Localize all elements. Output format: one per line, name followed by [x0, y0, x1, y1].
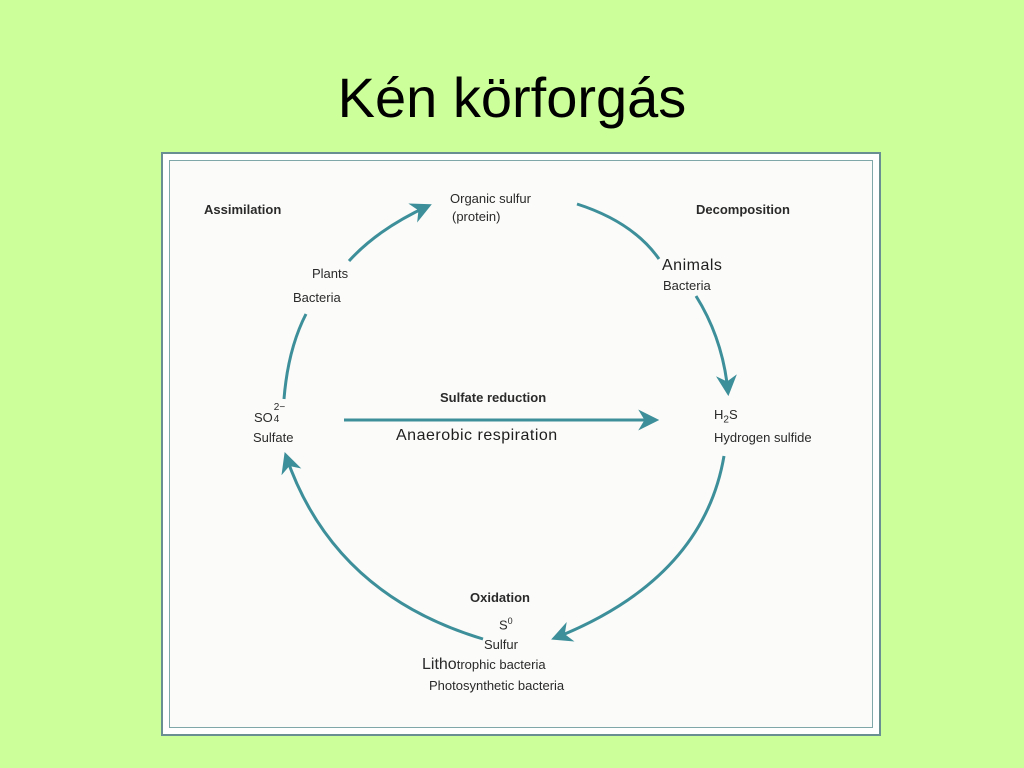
arrow-assimilation [347, 203, 432, 263]
arrow-sulfate-to-plants [282, 313, 308, 400]
label-oxidation: Oxidation [470, 590, 530, 605]
arrow-oxidation-sulfur [281, 452, 484, 641]
figure-inner-border [169, 160, 873, 728]
label-sulfur: Sulfur [484, 637, 518, 652]
label-photosynthetic-bacteria: Photosynthetic bacteria [429, 678, 565, 693]
label-plants: Plants [312, 266, 349, 281]
label-sulfate: Sulfate [253, 430, 294, 445]
label-sulfate-reduction: Sulfate reduction [440, 390, 547, 405]
label-anaerobic-respiration: Anaerobic respiration [396, 427, 558, 444]
label-s0: S0 [499, 616, 513, 633]
label-protein: (protein) [452, 209, 501, 224]
arrow-decomposition [694, 295, 737, 397]
label-decomposition: Decomposition [696, 202, 790, 217]
arrow-organic-to-animals [576, 202, 661, 260]
label-organic-sulfur: Organic sulfur [450, 191, 531, 206]
label-assimilation: Assimilation [204, 202, 282, 217]
label-h2s-formula: H2S [714, 407, 738, 426]
label-lithotrophic-bacteria: Lithotrophic bacteria [422, 656, 546, 673]
label-bacteria-left: Bacteria [293, 290, 341, 305]
cycle-arrows [281, 202, 737, 642]
label-hydrogen-sulfide: Hydrogen sulfide [714, 430, 812, 445]
label-animals: Animals [662, 257, 723, 274]
label-bacteria-right: Bacteria [663, 278, 711, 293]
arrow-oxidation-h2s [551, 455, 726, 642]
sulfur-cycle-figure: Assimilation Decomposition Organic sulfu… [161, 152, 881, 736]
slide-title: Kén körforgás [337, 66, 687, 129]
